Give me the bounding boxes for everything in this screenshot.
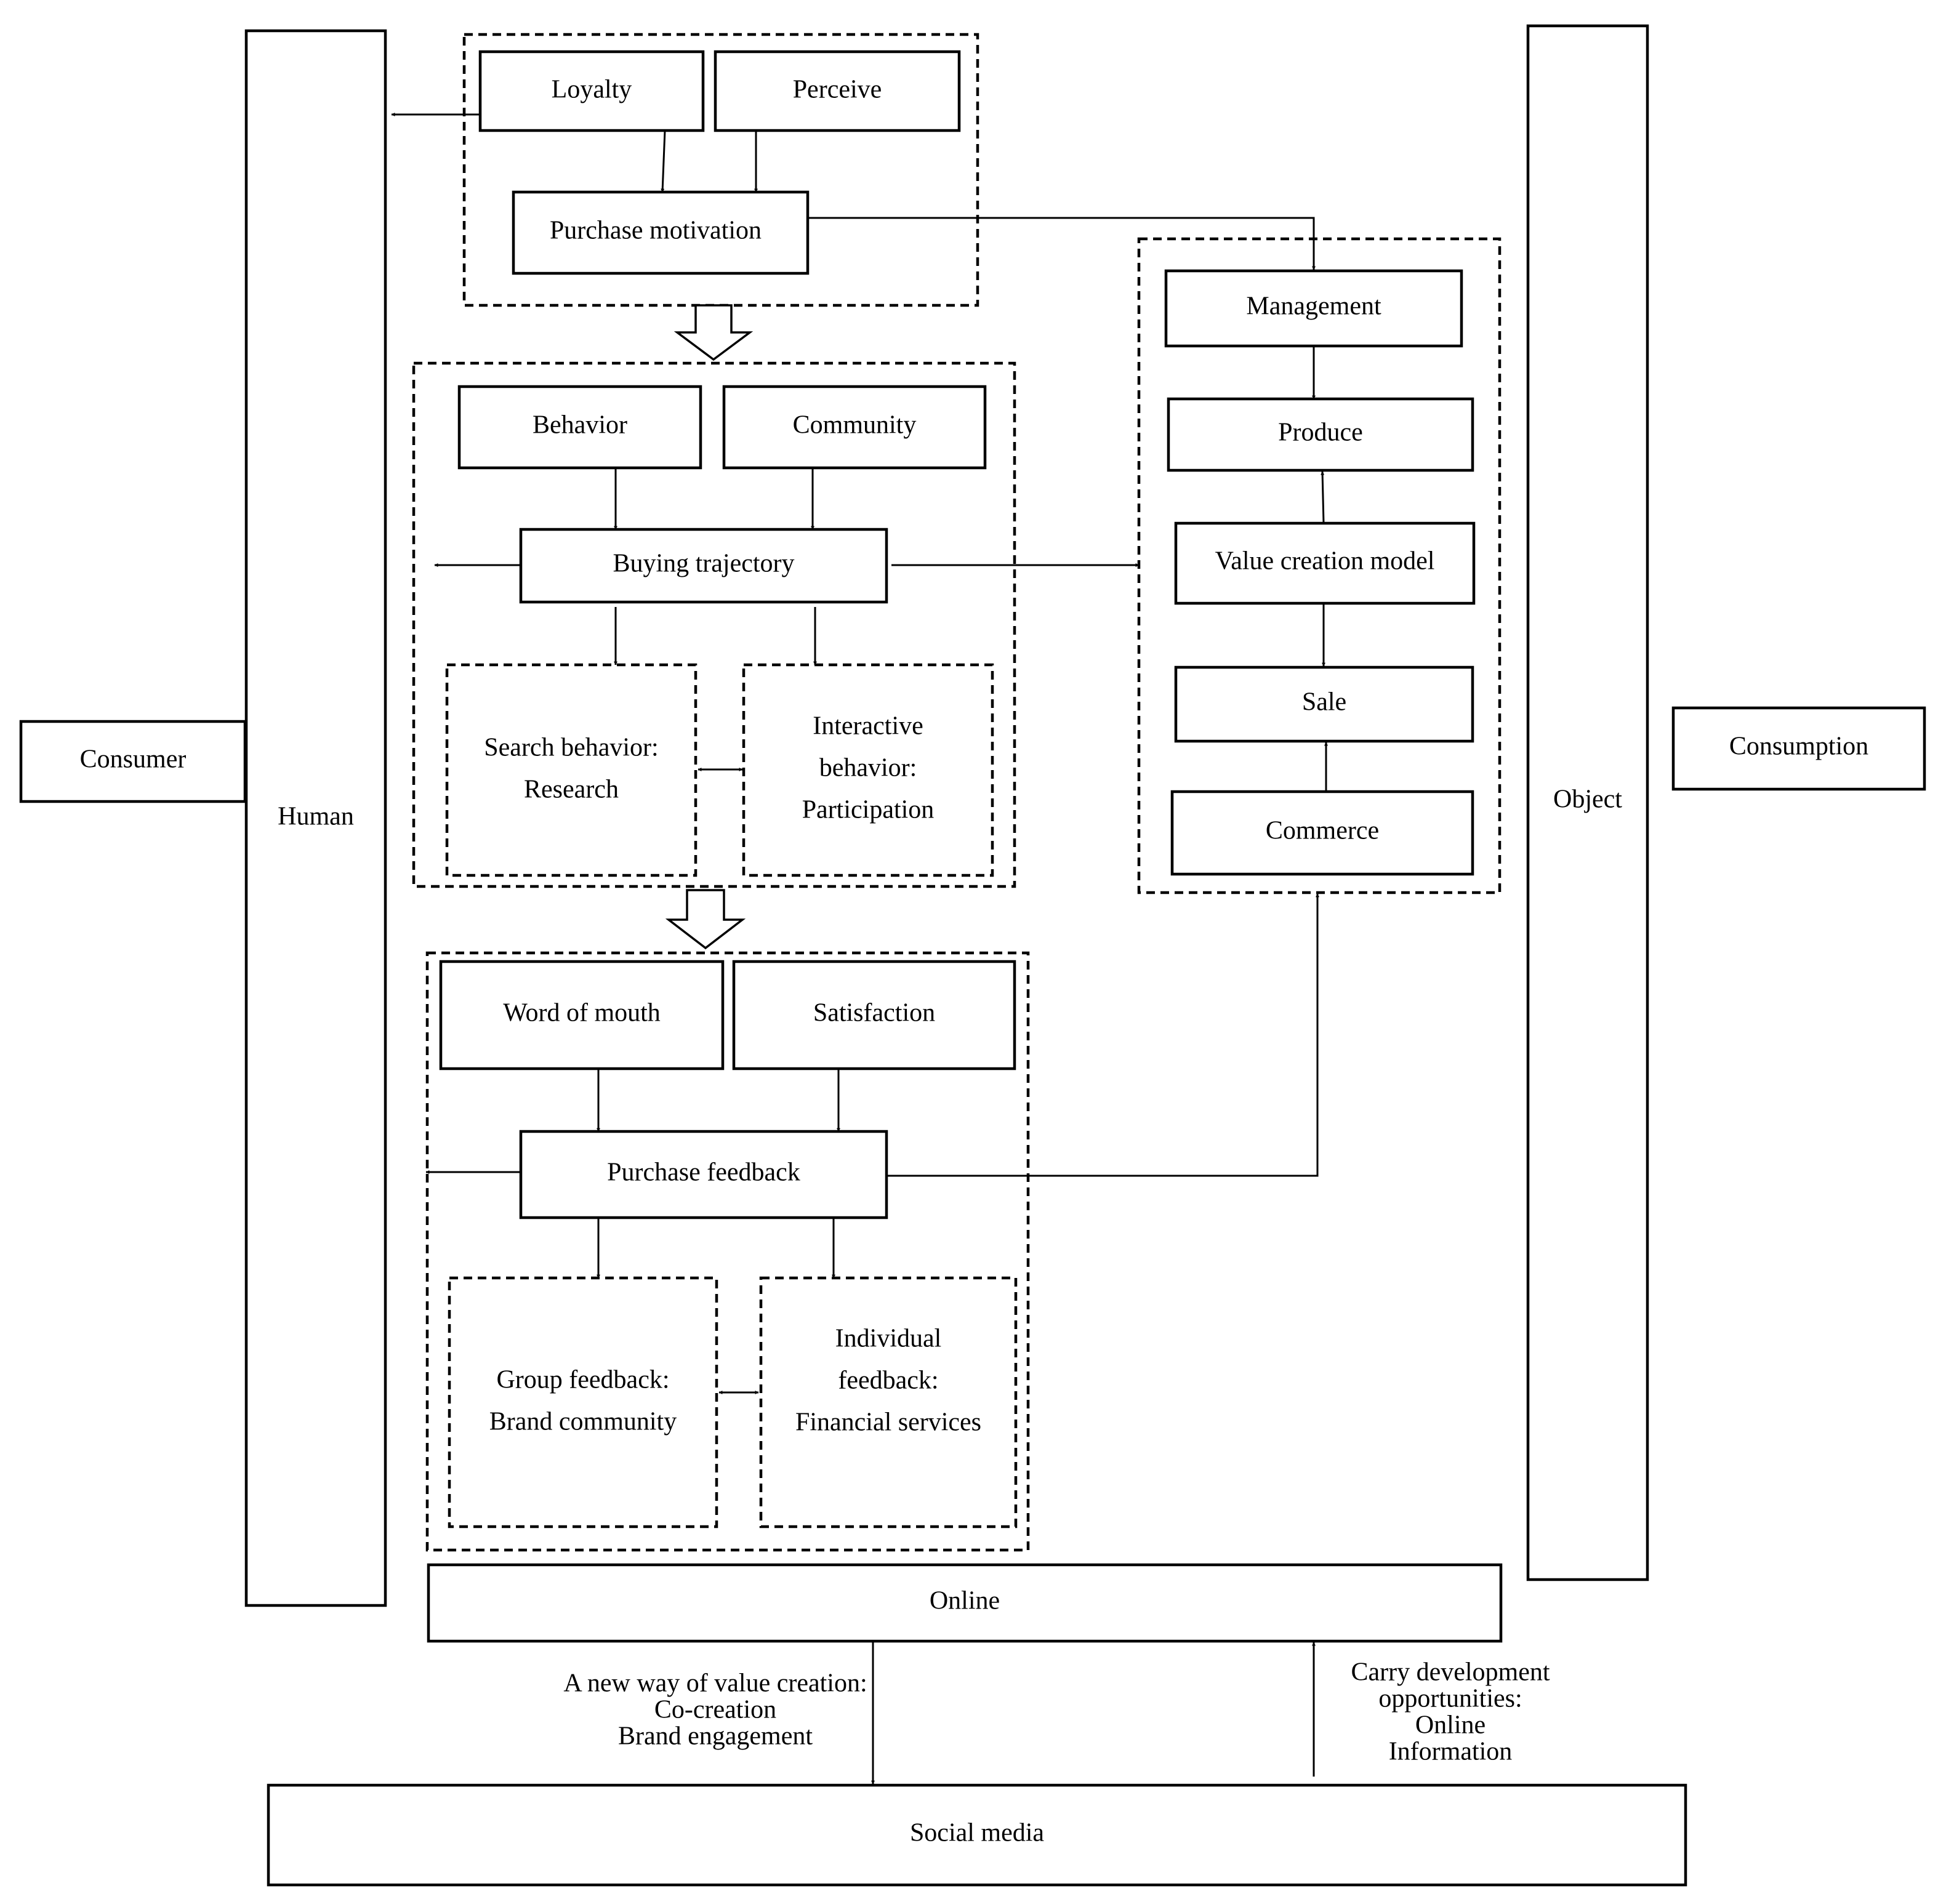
loyalty-box: Loyalty [478, 50, 705, 132]
human-label: Human [278, 803, 354, 831]
arrow-motivation-to-management [808, 217, 1316, 270]
individual-feedback-line-2: feedback: [838, 1367, 938, 1395]
value-creation-model-label: Value creation model [1215, 547, 1435, 576]
produce-label: Produce [1278, 419, 1363, 447]
interactive-behavior-line-3: Participation [802, 796, 935, 824]
arrow-loyalty-to-motivation [661, 130, 666, 193]
individual-feedback-box: Individual feedback: Financial services [759, 1276, 1018, 1528]
community-label: Community [793, 411, 917, 440]
management-box: Management [1164, 269, 1463, 348]
interactive-behavior-box: Interactive behavior: Participation [742, 663, 994, 877]
purchase-motivation-label: Purchase motivation [550, 217, 762, 245]
arrow-model-to-produce [1321, 471, 1325, 524]
community-box: Community [722, 385, 987, 470]
value-creation-note-line-3: Brand engagement [618, 1722, 813, 1751]
produce-box: Produce [1167, 397, 1474, 472]
individual-feedback-line-3: Financial services [795, 1408, 981, 1437]
purchase-motivation-box: Purchase motivation [512, 190, 810, 275]
group-feedback-box: Group feedback: Brand community [448, 1276, 718, 1528]
management-label: Management [1246, 292, 1381, 321]
satisfaction-box: Satisfaction [732, 960, 1016, 1070]
human-column: Human [244, 29, 387, 1607]
feedback-group [425, 951, 1030, 1552]
buying-trajectory-label: Buying trajectory [613, 550, 794, 578]
search-behavior-line-1: Search behavior: [484, 734, 658, 762]
development-note-line-1: Carry development [1351, 1658, 1550, 1687]
development-note-line-4: Information [1389, 1738, 1513, 1766]
individual-feedback-line-1: Individual [835, 1325, 942, 1353]
object-column: Object [1526, 24, 1649, 1581]
search-behavior-line-2: Research [524, 776, 619, 804]
object-label: Object [1553, 785, 1622, 814]
word-of-mouth-box: Word of mouth [439, 960, 725, 1070]
commerce-box: Commerce [1170, 790, 1474, 876]
social-media-label: Social media [910, 1819, 1044, 1847]
buying-trajectory-box: Buying trajectory [519, 528, 888, 604]
group-feedback-line-1: Group feedback: [496, 1366, 669, 1394]
block-arrow-motivation-to-trajectory [673, 304, 754, 361]
purchase-feedback-box: Purchase feedback [519, 1130, 888, 1219]
social-media-bar: Social media [267, 1783, 1687, 1887]
consumer-label: Consumer [80, 745, 187, 774]
behavior-box: Behavior [457, 385, 702, 470]
sale-box: Sale [1174, 665, 1474, 743]
arrow-feedback-to-value-chain [887, 893, 1319, 1177]
development-note-line-2: opportunities: [1378, 1685, 1522, 1713]
value-creation-note: A new way of value creation: Co-creation… [563, 1669, 867, 1751]
commerce-label: Commerce [1266, 817, 1379, 845]
development-note: Carry development opportunities: Online … [1351, 1658, 1550, 1766]
online-bar: Online [427, 1563, 1503, 1643]
interactive-behavior-line-2: behavior: [819, 754, 917, 782]
loyalty-label: Loyalty [552, 76, 632, 104]
word-of-mouth-label: Word of mouth [503, 999, 661, 1027]
online-label: Online [930, 1587, 1000, 1615]
consumption-box: Consumption [1671, 706, 1926, 791]
perceive-label: Perceive [793, 76, 882, 104]
purchase-feedback-label: Purchase feedback [607, 1159, 800, 1187]
perceive-box: Perceive [714, 50, 961, 132]
value-creation-model-box: Value creation model [1174, 521, 1476, 605]
block-arrow-trajectory-to-feedback [665, 889, 746, 950]
value-creation-note-line-1: A new way of value creation: [563, 1669, 867, 1698]
interactive-behavior-line-1: Interactive [813, 712, 923, 741]
sale-label: Sale [1302, 688, 1346, 717]
behavior-label: Behavior [533, 411, 627, 440]
consumer-box: Consumer [19, 720, 247, 803]
search-behavior-box: Search behavior: Research [445, 663, 698, 877]
trajectory-group [412, 361, 1016, 888]
value-creation-note-line-2: Co-creation [654, 1696, 776, 1724]
group-feedback-line-2: Brand community [489, 1408, 677, 1436]
satisfaction-label: Satisfaction [813, 999, 935, 1027]
consumption-label: Consumption [1729, 733, 1868, 761]
development-note-line-3: Online [1415, 1711, 1486, 1740]
